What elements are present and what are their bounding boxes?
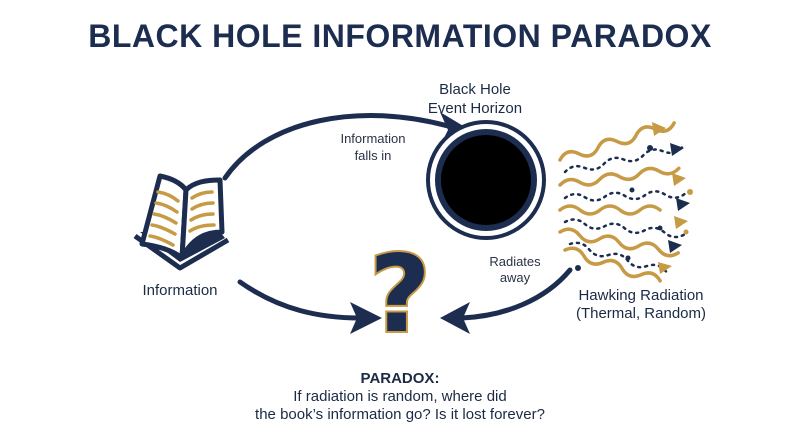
- diagram-title: BLACK HOLE INFORMATION PARADOX: [88, 18, 712, 54]
- radiation-wave-3: [558, 204, 662, 216]
- paradox-line-2: the book’s information go? Is it lost fo…: [255, 406, 545, 423]
- radiation-dots-2: [563, 190, 687, 202]
- wavy-radiation-icon: [558, 121, 693, 283]
- arrow-radiates-away: [459, 267, 573, 321]
- radiation-particles: [575, 145, 693, 271]
- information-label: Information: [142, 282, 218, 299]
- arrow-radiates-away-head: [440, 302, 470, 334]
- radiation-arrowhead-7: [658, 262, 672, 274]
- book-icon: [133, 173, 230, 271]
- radiation-arrowhead-5: [674, 216, 688, 229]
- radiation-arrowhead-3: [672, 173, 686, 186]
- radiation-dots-3: [563, 218, 686, 239]
- radiation-wave-2: [558, 166, 681, 187]
- paradox-line-1: If radiation is random, where did: [293, 388, 507, 405]
- radiation-arrowhead-6: [668, 240, 682, 253]
- hawking-radiation-label: Hawking Radiation (Thermal, Random): [575, 287, 707, 322]
- black-hole-icon: [426, 120, 546, 240]
- radiation-wave-5: [563, 246, 662, 283]
- question-mark-icon: ?: [367, 233, 433, 356]
- arrow-info-to-paradox-head: [350, 302, 382, 334]
- arrow-info-falls-in: [222, 112, 458, 181]
- radiation-arrowhead-4: [676, 198, 690, 211]
- radiation-wave-4: [558, 227, 680, 258]
- radiation-dots-1: [563, 145, 684, 174]
- paradox-text: PARADOX: If radiation is random, where d…: [200, 370, 600, 424]
- radiation-arrowhead-1: [652, 122, 666, 136]
- information-falls-in-label: Information falls in: [340, 131, 406, 163]
- radiates-away-label: Radiates away: [489, 254, 541, 285]
- paradox-heading: PARADOX:: [360, 370, 440, 387]
- radiation-arrowhead-2: [670, 143, 684, 156]
- arrow-info-to-paradox: [237, 279, 363, 321]
- black-hole-label: Black Hole Event Horizon: [427, 81, 523, 117]
